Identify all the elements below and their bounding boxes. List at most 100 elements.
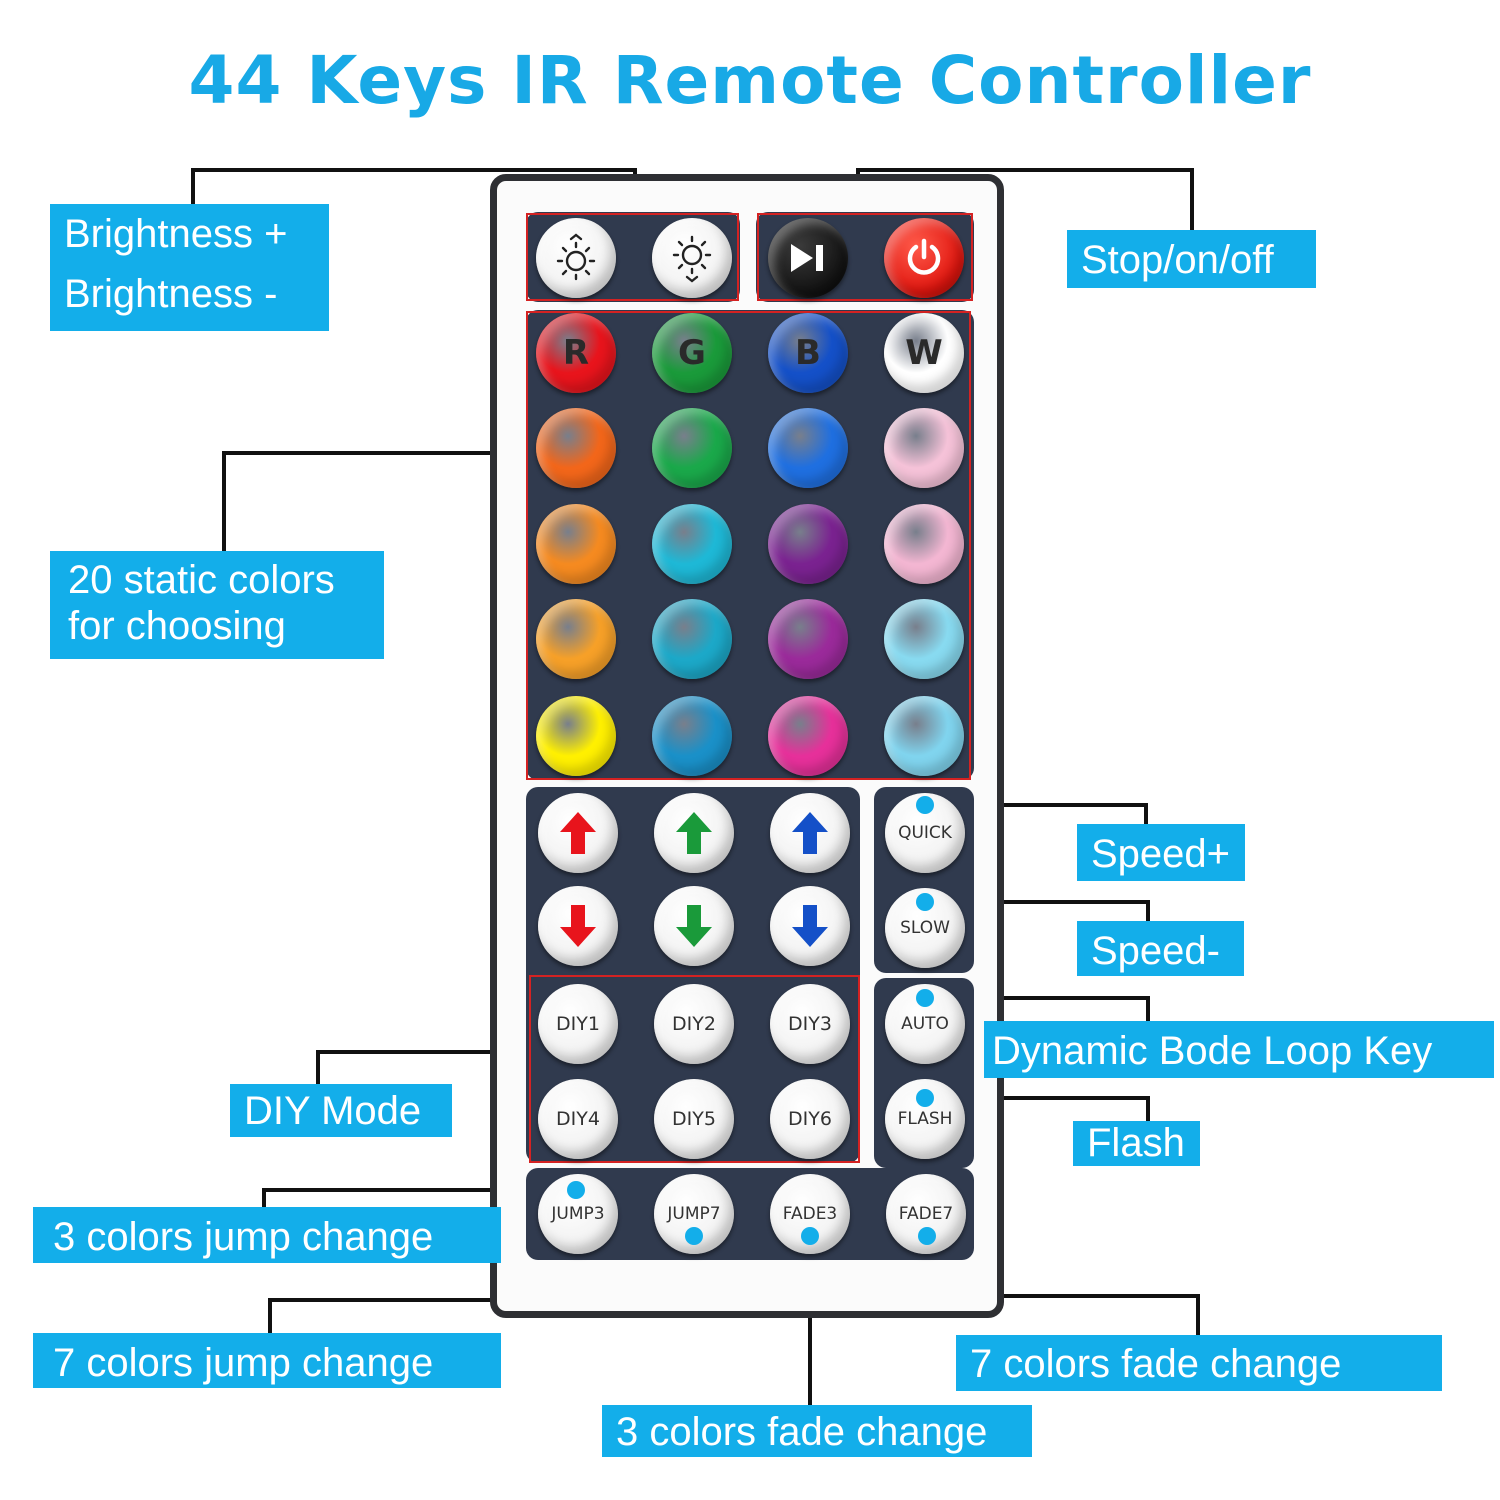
green-down-button[interactable] — [654, 886, 734, 966]
jump3-label: JUMP3 — [551, 1204, 605, 1224]
diy3-label: DIY3 — [788, 1013, 832, 1035]
dot-jump7 — [685, 1227, 703, 1245]
arrow-down-blue-icon — [792, 905, 828, 947]
color-key-1-1[interactable]: R — [536, 313, 616, 393]
color-key-4-4[interactable] — [884, 599, 964, 679]
color-key-2-1[interactable] — [536, 408, 616, 488]
color-key-5-2[interactable] — [652, 696, 732, 776]
callout-static-line2: for choosing — [68, 604, 286, 648]
play-pause-icon — [791, 244, 823, 272]
line-jump3 — [262, 1188, 576, 1208]
color-key-letter: G — [678, 333, 706, 373]
color-key-1-4[interactable]: W — [884, 313, 964, 393]
diy5-button[interactable]: DIY5 — [654, 1079, 734, 1159]
page-title: 44 Keys IR Remote Controller — [188, 42, 1312, 119]
color-key-4-1[interactable] — [536, 599, 616, 679]
line-diy — [316, 1050, 530, 1085]
color-key-3-4[interactable] — [884, 504, 964, 584]
diy4-label: DIY4 — [556, 1108, 600, 1130]
dot-auto — [916, 989, 934, 1007]
flash-label: FLASH — [897, 1109, 953, 1129]
color-key-1-3[interactable]: B — [768, 313, 848, 393]
diy2-label: DIY2 — [672, 1013, 716, 1035]
color-key-5-1[interactable] — [536, 696, 616, 776]
color-key-letter: B — [795, 333, 821, 373]
dot-speed-up — [916, 796, 934, 814]
sun-up-icon — [556, 233, 596, 281]
quick-label: QUICK — [898, 823, 952, 843]
dot-jump3 — [567, 1181, 585, 1199]
brightness-down-button[interactable] — [652, 218, 732, 298]
callout-brightness-down: Brightness - — [64, 272, 278, 316]
jump3-button[interactable]: JUMP3 — [538, 1174, 618, 1254]
power-icon — [907, 238, 941, 275]
color-key-letter: W — [905, 333, 943, 373]
diy1-label: DIY1 — [556, 1013, 600, 1035]
red-down-button[interactable] — [538, 886, 618, 966]
callout-auto: Dynamic Bode Loop Key — [984, 1021, 1494, 1078]
callout-speed-up: Speed+ — [1077, 824, 1245, 881]
callout-power: Stop/on/off — [1067, 230, 1316, 288]
jump7-button[interactable]: JUMP7 — [654, 1174, 734, 1254]
red-up-button[interactable] — [538, 793, 618, 873]
callout-fade3: 3 colors fade change — [602, 1405, 1032, 1457]
fade7-button[interactable]: FADE7 — [886, 1174, 966, 1254]
sun-down-icon — [672, 235, 712, 283]
fade3-label: FADE3 — [782, 1204, 838, 1224]
brightness-up-button[interactable] — [536, 218, 616, 298]
color-key-3-1[interactable] — [536, 504, 616, 584]
arrow-down-red-icon — [560, 905, 596, 947]
callout-diy: DIY Mode — [230, 1084, 452, 1137]
play-pause-button[interactable] — [768, 218, 848, 298]
color-key-1-2[interactable]: G — [652, 313, 732, 393]
diy6-label: DIY6 — [788, 1108, 832, 1130]
color-key-3-2[interactable] — [652, 504, 732, 584]
diy2-button[interactable]: DIY2 — [654, 984, 734, 1064]
fade7-label: FADE7 — [898, 1204, 954, 1224]
auto-label: AUTO — [901, 1014, 949, 1034]
blue-down-button[interactable] — [770, 886, 850, 966]
callout-fade7: 7 colors fade change — [956, 1335, 1442, 1391]
callout-jump3: 3 colors jump change — [33, 1207, 501, 1263]
diy3-button[interactable]: DIY3 — [770, 984, 850, 1064]
blue-up-button[interactable] — [770, 793, 850, 873]
arrow-down-green-icon — [676, 905, 712, 947]
diy1-button[interactable]: DIY1 — [538, 984, 618, 1064]
color-key-2-4[interactable] — [884, 408, 964, 488]
color-key-2-2[interactable] — [652, 408, 732, 488]
slow-label: SLOW — [900, 918, 950, 938]
dot-speed-down — [916, 893, 934, 911]
callout-static-colors: 20 static colors for choosing — [50, 551, 384, 659]
diy6-button[interactable]: DIY6 — [770, 1079, 850, 1159]
color-key-3-3[interactable] — [768, 504, 848, 584]
frame-power — [757, 213, 973, 301]
dot-fade3 — [801, 1227, 819, 1245]
color-key-2-3[interactable] — [768, 408, 848, 488]
arrow-up-blue-icon — [792, 812, 828, 854]
diy5-label: DIY5 — [672, 1108, 716, 1130]
callout-jump7: 7 colors jump change — [33, 1333, 501, 1388]
callout-flash: Flash — [1073, 1121, 1200, 1166]
color-key-4-2[interactable] — [652, 599, 732, 679]
dot-flash — [916, 1089, 934, 1107]
frame-colors — [526, 311, 971, 780]
power-button[interactable] — [884, 218, 964, 298]
color-key-5-3[interactable] — [768, 696, 848, 776]
diy4-button[interactable]: DIY4 — [538, 1079, 618, 1159]
arrow-up-red-icon — [560, 812, 596, 854]
arrow-up-green-icon — [676, 812, 712, 854]
frame-diy — [529, 975, 860, 1163]
callout-brightness-up: Brightness + — [64, 212, 288, 256]
callout-speed-down: Speed- — [1077, 921, 1244, 976]
color-key-5-4[interactable] — [884, 696, 964, 776]
line-static — [222, 451, 528, 551]
color-key-4-3[interactable] — [768, 599, 848, 679]
jump7-label: JUMP7 — [667, 1204, 721, 1224]
green-up-button[interactable] — [654, 793, 734, 873]
callout-brightness: Brightness + Brightness - — [50, 204, 329, 331]
callout-static-line1: 20 static colors — [68, 558, 335, 602]
frame-brightness — [526, 213, 739, 301]
dot-fade7 — [918, 1227, 936, 1245]
color-key-letter: R — [562, 333, 590, 373]
